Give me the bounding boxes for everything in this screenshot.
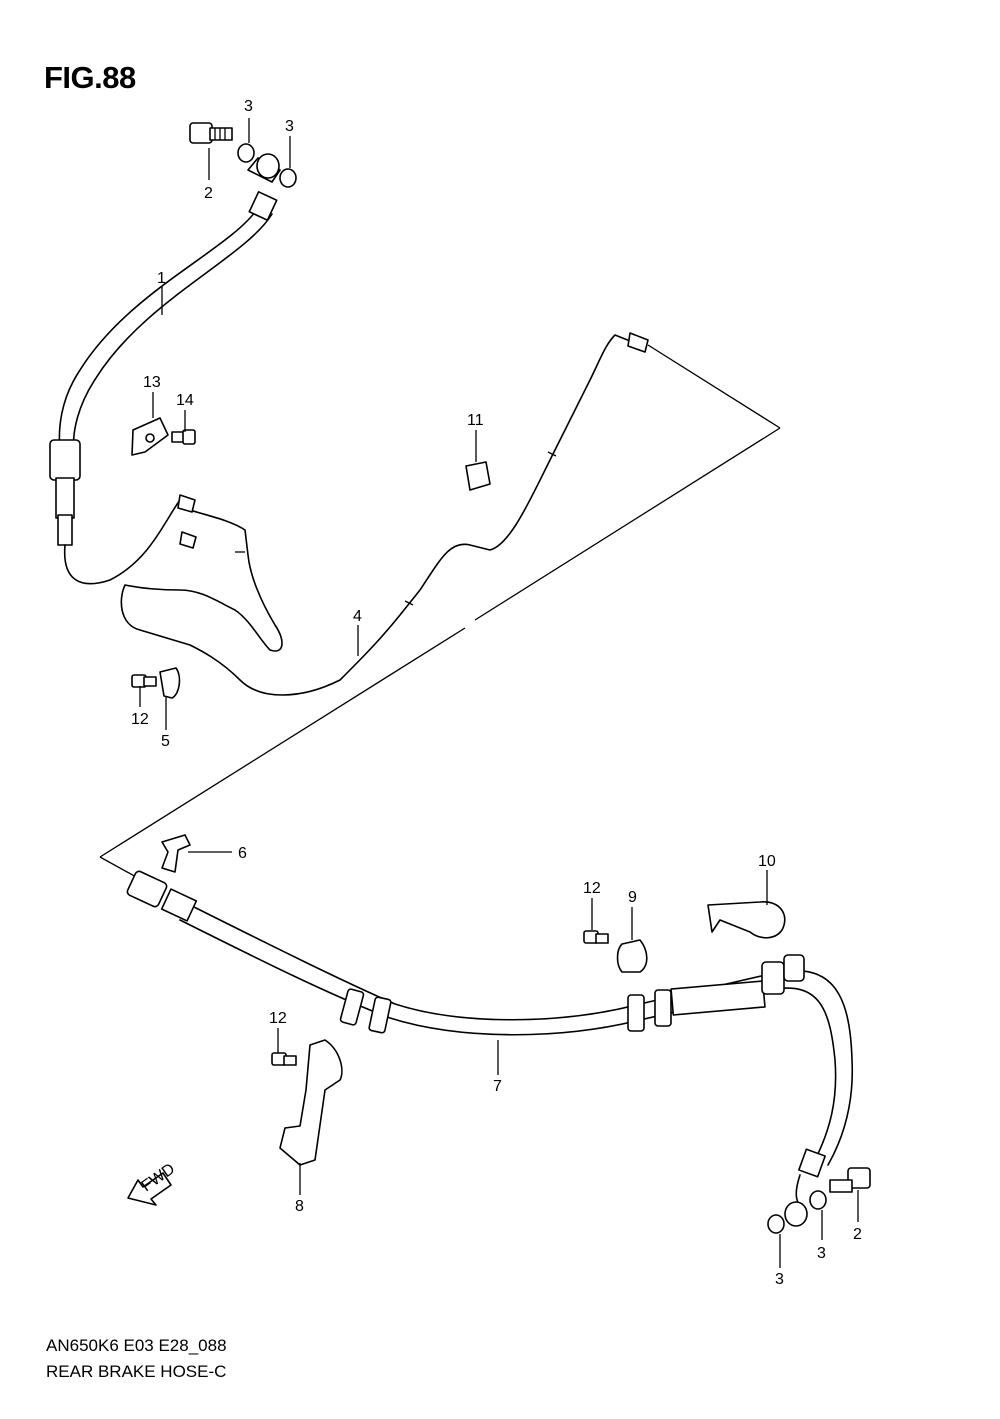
callout-12-middle: 12 bbox=[583, 880, 601, 897]
clamp-part-9 bbox=[616, 939, 648, 973]
brake-pipe-part-4 bbox=[120, 332, 649, 696]
callout-4: 4 bbox=[353, 608, 362, 625]
callout-8: 8 bbox=[295, 1198, 304, 1215]
callout-14: 14 bbox=[176, 392, 194, 409]
brake-hose-part-7 bbox=[126, 870, 854, 1206]
callout-10: 10 bbox=[758, 853, 776, 870]
callout-12-lower: 12 bbox=[269, 1010, 287, 1027]
leader-line-c bbox=[99, 627, 466, 858]
callout-12-upper: 12 bbox=[131, 711, 149, 728]
bolt-part-12-lower bbox=[271, 1052, 297, 1066]
washer-bottom-1 bbox=[809, 1190, 827, 1210]
callout-6: 6 bbox=[238, 845, 247, 862]
clamp-part-10 bbox=[707, 901, 786, 939]
callout-leaders bbox=[139, 118, 859, 1268]
drawing-code: AN650K6 E03 E28_088 bbox=[46, 1336, 227, 1355]
washer-bottom-2 bbox=[767, 1214, 785, 1234]
callout-13: 13 bbox=[143, 374, 161, 391]
callout-7: 7 bbox=[493, 1078, 502, 1095]
drawing-name: REAR BRAKE HOSE-C bbox=[46, 1362, 227, 1381]
callout-2-top: 2 bbox=[204, 185, 213, 202]
callout-2-bottom: 2 bbox=[853, 1226, 862, 1243]
banjo-bolt-bottom bbox=[829, 1167, 871, 1193]
bolt-part-12-upper bbox=[131, 674, 157, 688]
callout-1: 1 bbox=[157, 270, 166, 287]
washer-top-2 bbox=[279, 168, 297, 188]
callout-5: 5 bbox=[161, 733, 170, 750]
bracket-part-8 bbox=[279, 1039, 343, 1166]
washer-top-1 bbox=[237, 143, 255, 163]
leader-line-a bbox=[647, 344, 781, 429]
callout-9: 9 bbox=[628, 889, 637, 906]
bolt-part-14 bbox=[171, 429, 196, 445]
callout-11: 11 bbox=[467, 412, 484, 429]
banjo-eye-bottom bbox=[784, 1201, 808, 1227]
callout-3-top-a: 3 bbox=[244, 98, 253, 115]
callout-3-bottom-b: 3 bbox=[775, 1271, 784, 1288]
brake-hose-part-1 bbox=[49, 157, 281, 585]
clamp-part-11 bbox=[465, 461, 491, 491]
bolt-part-12-middle bbox=[583, 930, 609, 944]
clip-part-6 bbox=[161, 834, 191, 873]
bracket-part-13 bbox=[131, 417, 169, 456]
leader-line-d bbox=[99, 856, 139, 879]
banjo-eye-top bbox=[256, 153, 280, 179]
leader-line-b bbox=[474, 427, 781, 621]
clamp-part-5 bbox=[159, 667, 181, 699]
figure-title: FIG.88 bbox=[44, 60, 136, 95]
banjo-bolt-top bbox=[189, 122, 233, 144]
fwd-arrow-icon: FWD bbox=[127, 1160, 178, 1206]
callout-3-top-b: 3 bbox=[285, 118, 294, 135]
callout-3-bottom-a: 3 bbox=[817, 1245, 826, 1262]
